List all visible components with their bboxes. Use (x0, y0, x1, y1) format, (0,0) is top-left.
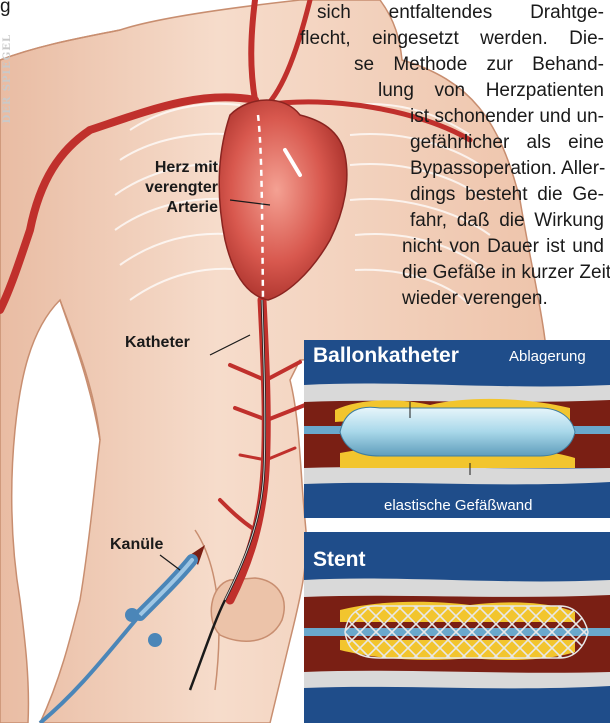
body-text-line: lung von Herzpatienten (378, 78, 604, 103)
intro-fragment: g (0, 0, 11, 19)
label-kanuele: Kanüle (110, 535, 163, 555)
body-text-line: Bypassoperation. Aller- (410, 156, 604, 181)
balloon-callout-ablagerung: Ablagerung (509, 348, 586, 365)
body-text-line: nicht von Dauer ist und (402, 234, 604, 259)
body-text-line: ist schonender und un- (410, 104, 604, 129)
genital-shape (211, 578, 284, 641)
label-katheter: Katheter (125, 333, 190, 353)
label-herz: Herz mit verengter Arterie (110, 158, 218, 218)
balloon-panel-title: Ballonkatheter (313, 344, 459, 368)
body-text-line: fahr, daß die Wirkung (410, 208, 604, 233)
body-text-line: flecht, eingesetzt werden. Die- (300, 26, 604, 51)
body-text-line: die Gefäße in kurzer Zeit (402, 260, 604, 285)
body-text-line: se Methode zur Behand- (354, 52, 604, 77)
credit-spiegel: DER SPIEGEL (2, 34, 13, 123)
balloon-callout-gefaesswand: elastische Gefäßwand (384, 497, 532, 514)
body-text-line: sich entfaltendes Drahtge- (317, 0, 604, 25)
body-text-line: gefährlicher als eine (410, 130, 604, 155)
body-text-line: dings besteht die Ge- (410, 182, 604, 207)
stent-panel-title: Stent (313, 548, 366, 572)
body-text-line: wieder verengen. (402, 286, 548, 311)
